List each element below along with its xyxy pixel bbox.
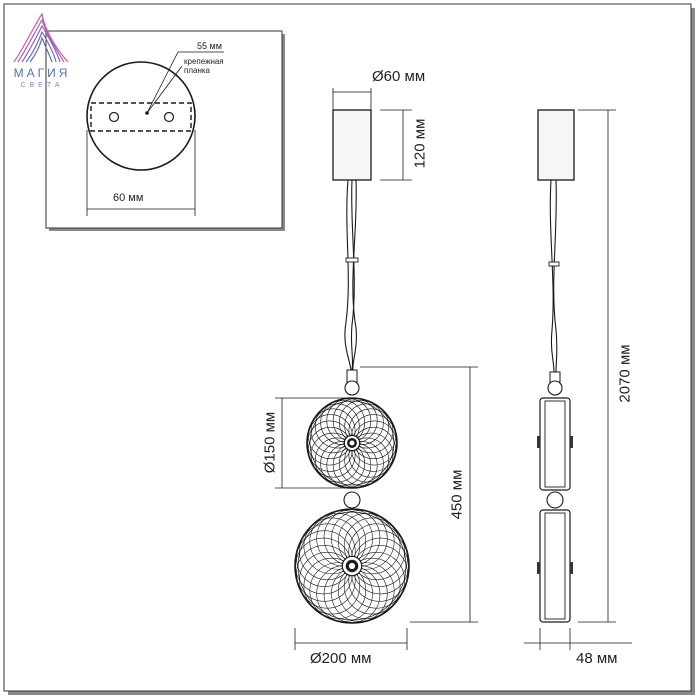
- brand-logo-sub: СВЕТА: [20, 82, 64, 89]
- inset-leader-mount: [146, 65, 183, 114]
- total-height-label: 2070 мм: [616, 344, 634, 403]
- side-wire-clip: [548, 261, 560, 267]
- inset-canopy-circle: [86, 61, 196, 171]
- small-disc-petal-4: [339, 441, 384, 486]
- inset-leader-bar: [146, 51, 179, 114]
- small-disc-petal-3: [344, 437, 390, 483]
- brand-logo-name: МАГИЯ: [13, 66, 71, 80]
- side-upper-panel-inner: [544, 400, 566, 488]
- front-top-ball: [344, 380, 360, 396]
- side-lower-bracket-left: [537, 562, 540, 574]
- front-middle-ball: [343, 491, 361, 509]
- small-disc-petal-19: [344, 403, 390, 449]
- front-small-disc: [306, 397, 398, 489]
- small-disc-inner-rim: [309, 400, 395, 486]
- side-wire-1: [549, 179, 555, 373]
- large-disc-petal-20: [338, 513, 395, 570]
- front-wire-1: [344, 179, 352, 371]
- large-disc-petal-22: [348, 523, 405, 580]
- side-upper-bracket-right: [570, 436, 573, 448]
- side-lower-panel-inner: [544, 512, 566, 620]
- large-disc-petal-21: [343, 517, 401, 575]
- inset-box: [45, 30, 283, 229]
- front-large-disc: [294, 508, 410, 624]
- small-disc-diameter-label: Ø150 мм: [261, 411, 279, 474]
- small-disc-petal-20: [348, 408, 394, 454]
- inset-mounting-bar: [90, 102, 192, 132]
- inset-screw-hole-left: [108, 111, 120, 123]
- canopy-height-label: 120 мм: [411, 118, 429, 169]
- side-canopy: [537, 109, 575, 181]
- small-disc-petal-2: [348, 432, 394, 478]
- inset-mount-label: крепежная планка: [184, 57, 224, 75]
- small-disc-petal-15: [320, 400, 366, 445]
- front-top-connector: [346, 369, 358, 383]
- large-disc-hub-center: [348, 562, 356, 570]
- inset-width-label: 60 мм: [113, 192, 144, 204]
- front-canopy: [332, 109, 372, 181]
- inset-bar-label: 55 мм: [197, 41, 222, 51]
- canopy-diameter-label: Ø60 мм: [372, 68, 426, 85]
- large-disc-diameter-label: Ø200 мм: [310, 650, 372, 667]
- small-disc-petal-18: [339, 400, 384, 445]
- front-wire-clip: [345, 257, 359, 263]
- side-wire-2: [553, 179, 558, 373]
- large-disc-inner-rim: [297, 511, 407, 621]
- depth-label: 48 мм: [576, 650, 618, 667]
- small-disc-petal-13: [310, 408, 356, 454]
- small-disc-hub-center: [349, 440, 355, 446]
- body-height-label: 450 мм: [448, 469, 466, 520]
- inset-screw-hole-right: [163, 111, 175, 123]
- side-top-ball: [547, 380, 563, 396]
- side-middle-ball: [546, 491, 564, 509]
- small-disc-petal-14: [314, 403, 360, 449]
- brand-logo-icon: [13, 12, 69, 63]
- side-upper-bracket-left: [537, 436, 540, 448]
- front-wire-3: [352, 179, 357, 371]
- side-lower-bracket-right: [570, 562, 573, 574]
